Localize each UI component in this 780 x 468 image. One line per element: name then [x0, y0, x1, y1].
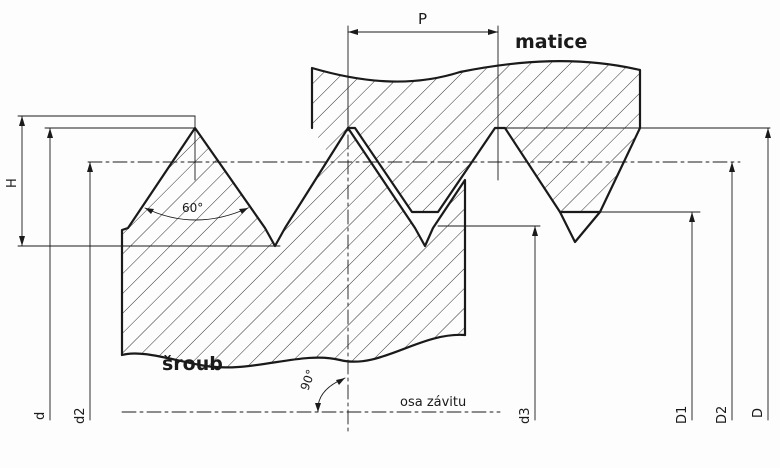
angle-90-label: 90° — [298, 368, 318, 393]
pitch-dimension — [347, 25, 499, 181]
d3-label: d3 — [518, 407, 533, 424]
D-label: D — [751, 408, 766, 418]
angle-60 — [144, 207, 249, 221]
height-label: H — [5, 178, 20, 188]
d2-label: d2 — [73, 407, 88, 424]
angle-60-label: 60° — [182, 201, 203, 215]
D2-label: D2 — [715, 406, 730, 424]
dimension-lines — [19, 115, 771, 421]
pitch-label: P — [418, 10, 427, 28]
nut-label: matice — [515, 31, 587, 53]
d-label: d — [33, 412, 48, 420]
axis-label: osa závitu — [400, 395, 466, 410]
angle-90 — [315, 377, 346, 413]
screw-label: šroub — [162, 353, 223, 375]
center-lines — [194, 109, 349, 433]
reference-lines — [17, 115, 771, 413]
D1-label: D1 — [675, 406, 690, 424]
